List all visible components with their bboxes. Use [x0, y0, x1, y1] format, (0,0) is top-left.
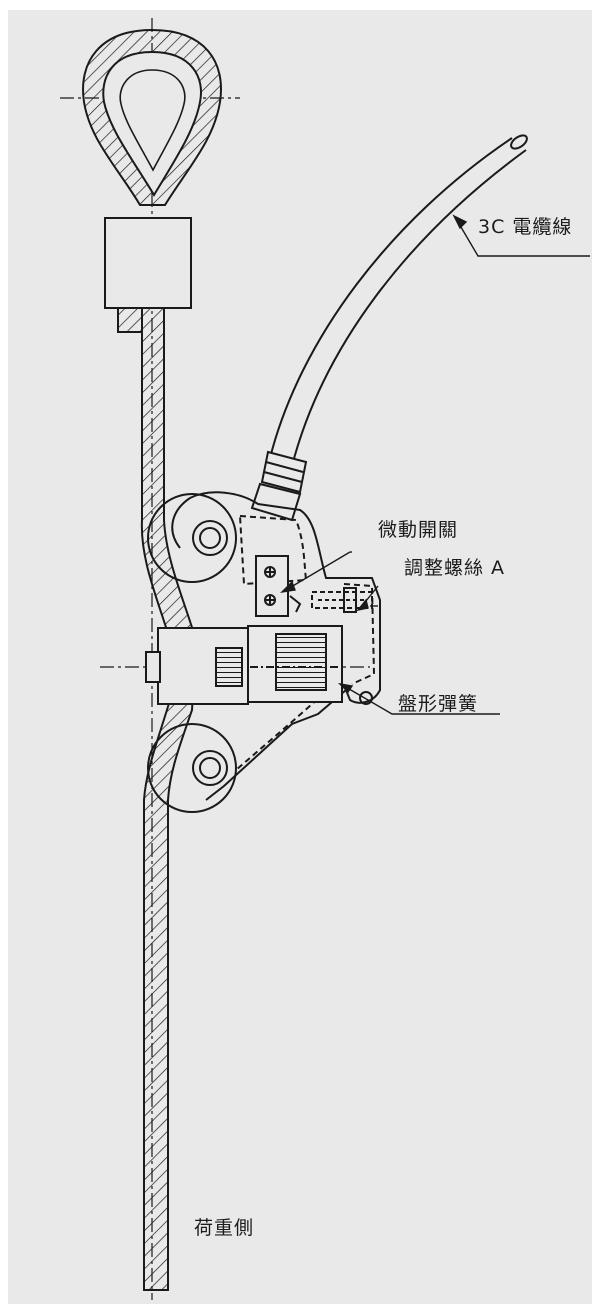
ferrule-sleeve — [104, 217, 192, 309]
leader-lines — [279, 214, 590, 715]
thimble-eye — [82, 28, 222, 206]
spring-bolt — [145, 627, 249, 705]
label-disc-spring: 盤形彈簧 — [398, 693, 479, 715]
switch-housing — [171, 491, 381, 801]
wire-rope — [140, 307, 198, 1291]
adjusting-screw — [311, 587, 373, 613]
pivot-bolts — [147, 493, 237, 813]
microswitch-body — [255, 555, 302, 617]
label-load-side: 荷重側 — [194, 1217, 255, 1239]
electric-cable — [269, 134, 528, 467]
disc-spring — [247, 625, 343, 703]
label-microswitch: 微動開關 — [378, 519, 459, 541]
ferrule-tail — [117, 307, 143, 333]
cable-gland — [250, 450, 308, 522]
label-cable: 3C 電纜線 — [478, 216, 573, 238]
label-adjusting-screw-a: 調整螺絲 A — [404, 557, 506, 579]
